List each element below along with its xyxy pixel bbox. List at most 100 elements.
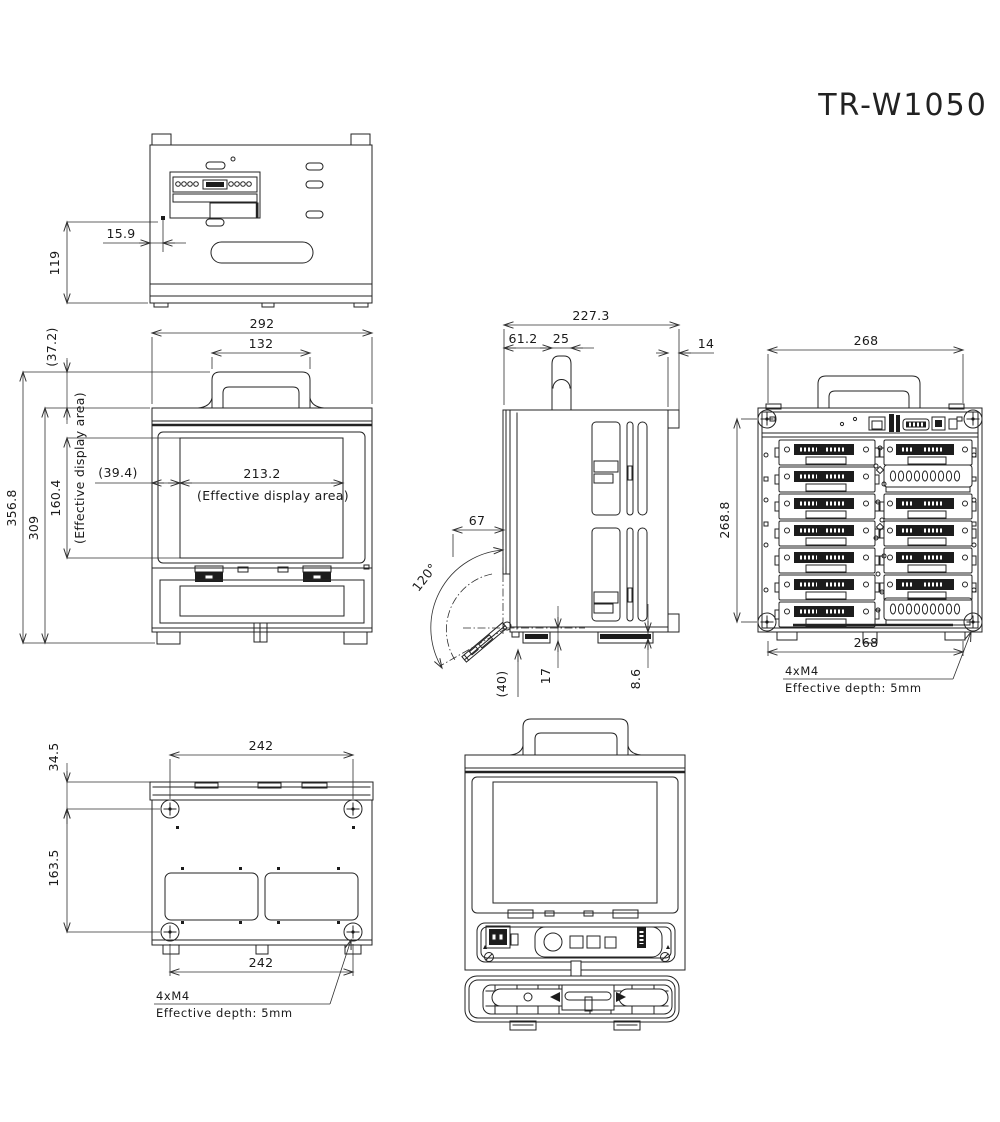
dim-display-offset: (39.4): [98, 465, 137, 480]
drawing-title: TR-W1050: [817, 88, 988, 123]
card-slot: [773, 519, 881, 548]
corner-screw: [343, 799, 363, 819]
panel-button: [586, 935, 601, 949]
screw-note-line2: Effective depth: 5mm: [156, 1006, 293, 1020]
terminal-block: [883, 464, 973, 493]
handle-side: [551, 355, 572, 411]
front-view-dimensions: 292 132 356.8 309 (37.2) 160.4 (Effectiv…: [4, 316, 374, 645]
dim-overall-width: 292: [250, 316, 275, 331]
dim-mount-width-top: 242: [249, 738, 274, 753]
handle-recess: [210, 241, 314, 264]
bottom-cover: [264, 872, 359, 921]
dim-screw-span: 163.5: [46, 849, 61, 886]
front-open-view: [464, 718, 686, 1031]
card-slot: [878, 546, 978, 575]
rear-io-strip: [761, 414, 979, 434]
top-slot: [205, 218, 225, 227]
panel-button: [604, 936, 617, 949]
rear-view-dimensions: 268 268.8 268 4xM4 Effective depth: 5mm: [717, 333, 972, 695]
io-connector: [931, 416, 946, 431]
door-latch-left: [194, 565, 224, 582]
label-display-area-horizontal: (Effective display area): [197, 488, 349, 503]
top-view-dimensions: 119 15.9: [47, 216, 186, 305]
card-slot: [878, 492, 978, 521]
door-window: [179, 585, 345, 617]
front-view: 292 132 356.8 309 (37.2) 160.4 (Effectiv…: [4, 316, 374, 645]
card-slot: [773, 438, 881, 467]
control-panel: [476, 922, 676, 963]
corner-screw: [160, 922, 180, 942]
bottom-front-strip: [149, 781, 374, 801]
corner-screw: [963, 409, 983, 429]
dim-door-depth: 67: [469, 513, 486, 528]
top-slot: [205, 161, 226, 170]
bottom-cover: [164, 872, 259, 921]
foot: [509, 1020, 537, 1031]
corner-screw: [963, 612, 983, 632]
center-foot: [862, 631, 878, 644]
dim-overall-depth: 227.3: [572, 308, 609, 323]
foot: [343, 631, 368, 645]
card-slot: [773, 546, 881, 575]
foot: [613, 1020, 641, 1031]
top-right-tab: [350, 133, 371, 146]
screw-note-line1: 4xM4: [156, 989, 190, 1003]
dim-mount-width-bottom: 268: [854, 635, 879, 650]
carry-handle: [522, 718, 629, 756]
card-slot: [773, 465, 881, 494]
rear-view: 268 268.8 268 4xM4 Effective depth: 5mm: [717, 333, 983, 695]
side-vents-lower: [591, 527, 648, 622]
lan-port: [868, 416, 886, 431]
dim-connector-depth: 119: [47, 251, 62, 276]
card-slot: [878, 573, 978, 602]
top-connector-panel: [169, 171, 261, 219]
corner-screw: [757, 612, 777, 632]
rear-tab: [667, 613, 680, 633]
dim-door-open-angle: 120°: [409, 560, 440, 594]
vent-slot: [305, 210, 324, 219]
dim-connector-offset: 15.9: [106, 226, 135, 241]
corner-screw: [160, 799, 180, 819]
display-bezel: [157, 431, 366, 564]
card-slot: [773, 600, 881, 629]
dim-front-to-handle: 61.2: [508, 331, 537, 346]
dim-rear-tab-depth: 14: [698, 336, 715, 351]
bottom-view-dimensions: 242 34.5 163.5 242 4xM4 Effective depth:…: [46, 738, 355, 1020]
note-leader: [952, 630, 972, 680]
vent-slot: [305, 180, 324, 189]
door-slot: [618, 988, 669, 1007]
dim-door-clearance: (40): [494, 671, 509, 698]
vent-slot: [305, 162, 324, 171]
dim-mount-height: 268.8: [717, 501, 732, 538]
dim-overall-height: 356.8: [4, 489, 19, 526]
open-door-inner: [464, 975, 680, 1023]
screw-note-line2: Effective depth: 5mm: [785, 681, 922, 695]
dim-body-height: 309: [26, 516, 41, 541]
foot: [597, 631, 654, 644]
card-slot: [773, 492, 881, 521]
card-slot: [878, 519, 978, 548]
dim-mount-width-top: 268: [854, 333, 879, 348]
dim-rear-foot-offset: 8.6: [628, 669, 643, 690]
dim-foot-bottom-offset: 17: [538, 668, 553, 685]
power-switch: [485, 925, 511, 949]
panel-screw: [660, 952, 670, 962]
top-body-outline: [149, 144, 373, 304]
note-leader: [329, 938, 352, 1005]
side-view-dimensions: 227.3 61.2 25 14 67 120° (40) 17: [409, 308, 714, 697]
panel-button: [569, 935, 584, 949]
rear-tab: [667, 409, 680, 429]
dim-mount-width-bottom: 242: [249, 955, 274, 970]
panel-connector: [637, 927, 646, 948]
side-view: 227.3 61.2 25 14 67 120° (40) 17: [409, 308, 714, 697]
foot: [156, 631, 181, 645]
door-swing-arc: [430, 547, 505, 670]
front-body-outline: [151, 407, 373, 633]
display-bezel: [471, 776, 679, 914]
dim-display-height: 160.4: [48, 479, 63, 516]
open-door: [430, 545, 585, 670]
dsub-connector: [202, 179, 228, 190]
control-knob: [543, 932, 563, 952]
